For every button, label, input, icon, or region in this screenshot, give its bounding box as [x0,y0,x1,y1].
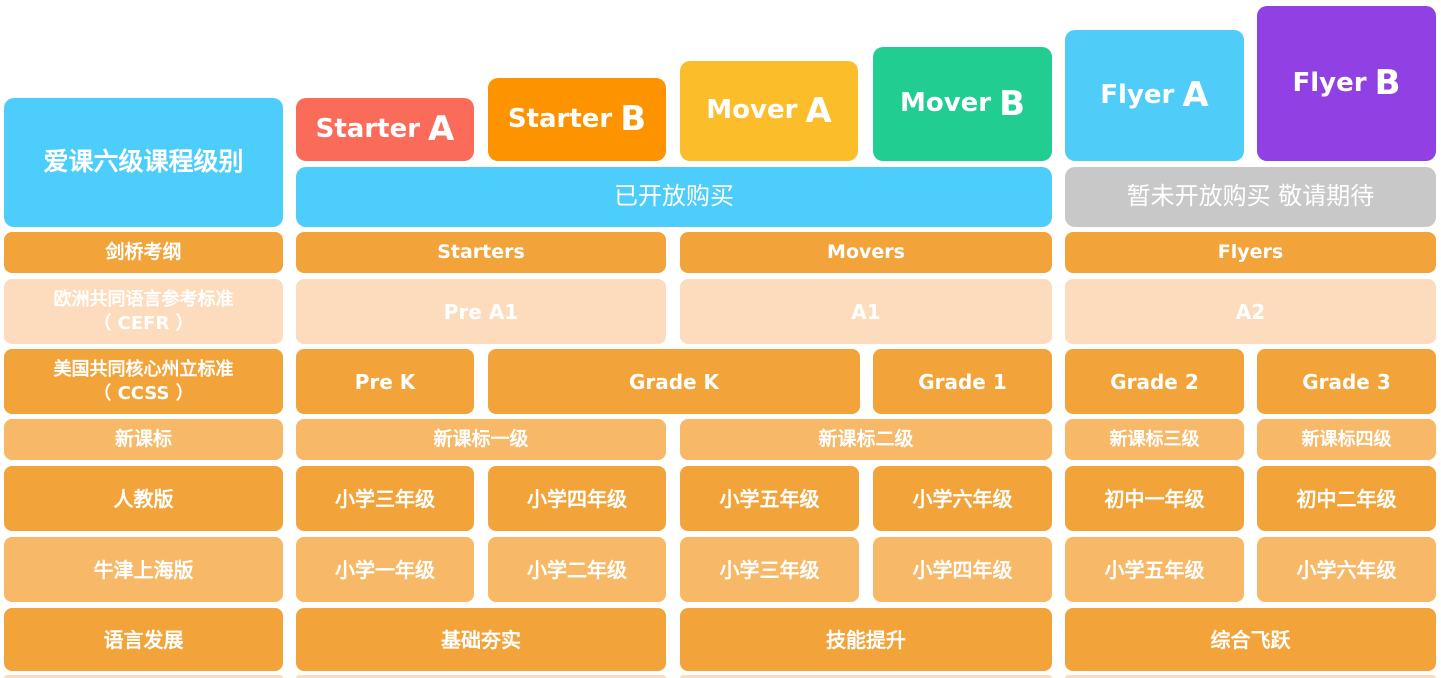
level-letter: A [428,109,455,150]
row-label-oxford: 牛津上海版 [4,537,283,602]
level-name: Starter [315,113,421,144]
level-letter: B [620,99,647,140]
level-letter: B [1374,63,1401,104]
row-label-line: （ CEFR ） [93,312,194,334]
level-name: Flyer [1292,67,1367,98]
next-row-edge [296,675,666,678]
new-standard-level-3: 新课标三级 [1065,419,1244,460]
ccss-grade-3: Grade 3 [1257,349,1436,414]
pep-grade: 小学三年级 [296,466,474,531]
cambridge-starters: Starters [296,232,666,273]
status-open: 已开放购买 [296,167,1052,227]
development-leap: 综合飞跃 [1065,608,1436,671]
cefr-a2: A2 [1065,279,1436,344]
row-label-ccss: 美国共同核心州立标准 （ CCSS ） [4,349,283,414]
new-standard-level-2: 新课标二级 [680,419,1052,460]
oxford-grade: 小学三年级 [680,537,859,602]
development-skills: 技能提升 [680,608,1052,671]
oxford-grade: 小学一年级 [296,537,474,602]
level-letter: A [1182,75,1209,116]
cefr-pre-a1: Pre A1 [296,279,666,344]
cambridge-movers: Movers [680,232,1052,273]
next-row-edge [4,675,283,678]
next-row-edge [680,675,1052,678]
next-row-edge [1065,675,1436,678]
status-closed: 暂未开放购买 敬请期待 [1065,167,1436,227]
ccss-grade-k: Grade K [488,349,860,414]
pep-grade: 初中二年级 [1257,466,1436,531]
cefr-a1: A1 [680,279,1052,344]
row-label-cambridge: 剑桥考纲 [4,232,283,273]
development-foundation: 基础夯实 [296,608,666,671]
cambridge-flyers: Flyers [1065,232,1436,273]
course-levels-title: 爱课六级课程级别 [4,98,283,227]
row-label-line: （ CCSS ） [93,382,194,404]
level-name: Mover [706,95,798,126]
level-name: Mover [899,88,992,119]
row-label-new-standard: 新课标 [4,419,283,460]
level-letter: A [805,90,832,131]
oxford-grade: 小学二年级 [488,537,666,602]
row-label-development: 语言发展 [4,608,283,671]
pep-grade: 小学六年级 [873,466,1052,531]
ccss-grade-2: Grade 2 [1065,349,1244,414]
level-name: Flyer [1100,79,1175,110]
pep-grade: 小学四年级 [488,466,666,531]
ccss-grade-1: Grade 1 [873,349,1052,414]
row-label-line: 欧洲共同语言参考标准 [53,289,234,311]
pep-grade: 小学五年级 [680,466,859,531]
level-name: Starter [507,103,613,134]
ccss-pre-k: Pre K [296,349,474,414]
row-label-cefr: 欧洲共同语言参考标准 （ CEFR ） [4,279,283,344]
level-letter: B [999,83,1026,124]
row-label-pep: 人教版 [4,466,283,531]
new-standard-level-4: 新课标四级 [1257,419,1436,460]
oxford-grade: 小学六年级 [1257,537,1436,602]
new-standard-level-1: 新课标一级 [296,419,666,460]
oxford-grade: 小学四年级 [873,537,1052,602]
row-label-line: 美国共同核心州立标准 [53,359,234,381]
oxford-grade: 小学五年级 [1065,537,1244,602]
pep-grade: 初中一年级 [1065,466,1244,531]
